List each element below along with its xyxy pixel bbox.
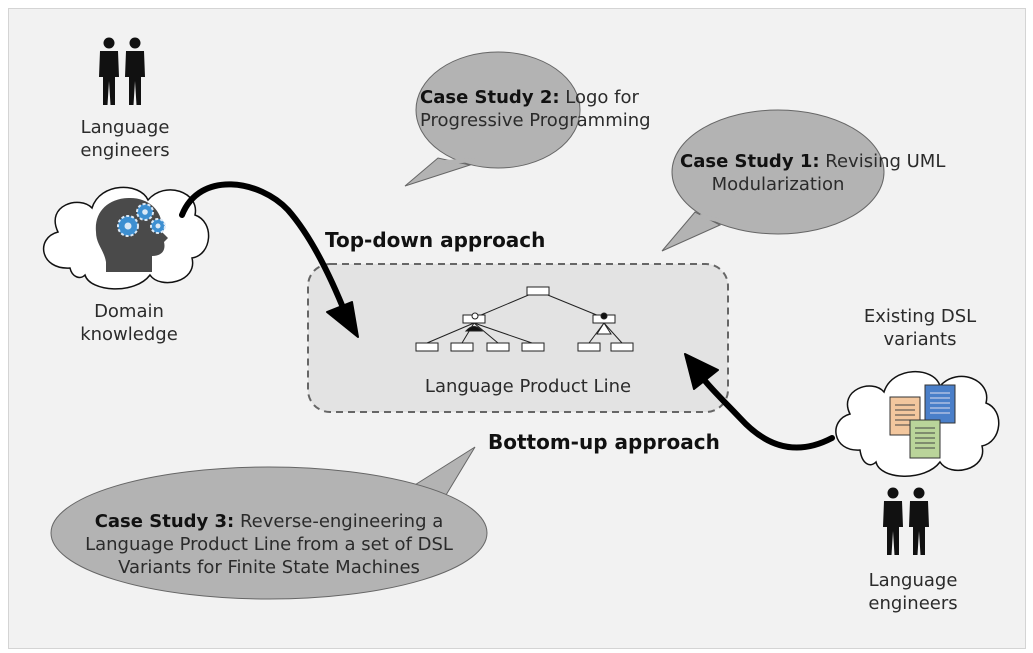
- head-gears-icon: [95, 198, 168, 272]
- top-down-arrow: [179, 181, 359, 338]
- case-study-3-text: Case Study 3: Reverse-engineering a Lang…: [85, 511, 453, 578]
- feature-tree-icon: [415, 286, 634, 352]
- bottom-up-approach-heading: Bottom-up approach: [488, 430, 720, 454]
- person-pair-icon: [883, 487, 929, 555]
- bottom-up-arrow: [684, 353, 835, 451]
- speech-bubble-case3: [50, 446, 488, 600]
- person-pair-icon: [99, 37, 145, 105]
- product-line-title: Language Product Line: [424, 376, 632, 397]
- speech-bubble-case1: [661, 109, 885, 252]
- case-study-2-text: Case Study 2: Logo for Progressive Progr…: [420, 87, 651, 131]
- top-down-approach-heading: Top-down approach: [325, 228, 546, 252]
- case-study-1-text: Case Study 1: Revising UML Modularizatio…: [680, 151, 946, 195]
- speech-bubble-case2: [404, 51, 581, 187]
- documents-icon: [889, 384, 956, 459]
